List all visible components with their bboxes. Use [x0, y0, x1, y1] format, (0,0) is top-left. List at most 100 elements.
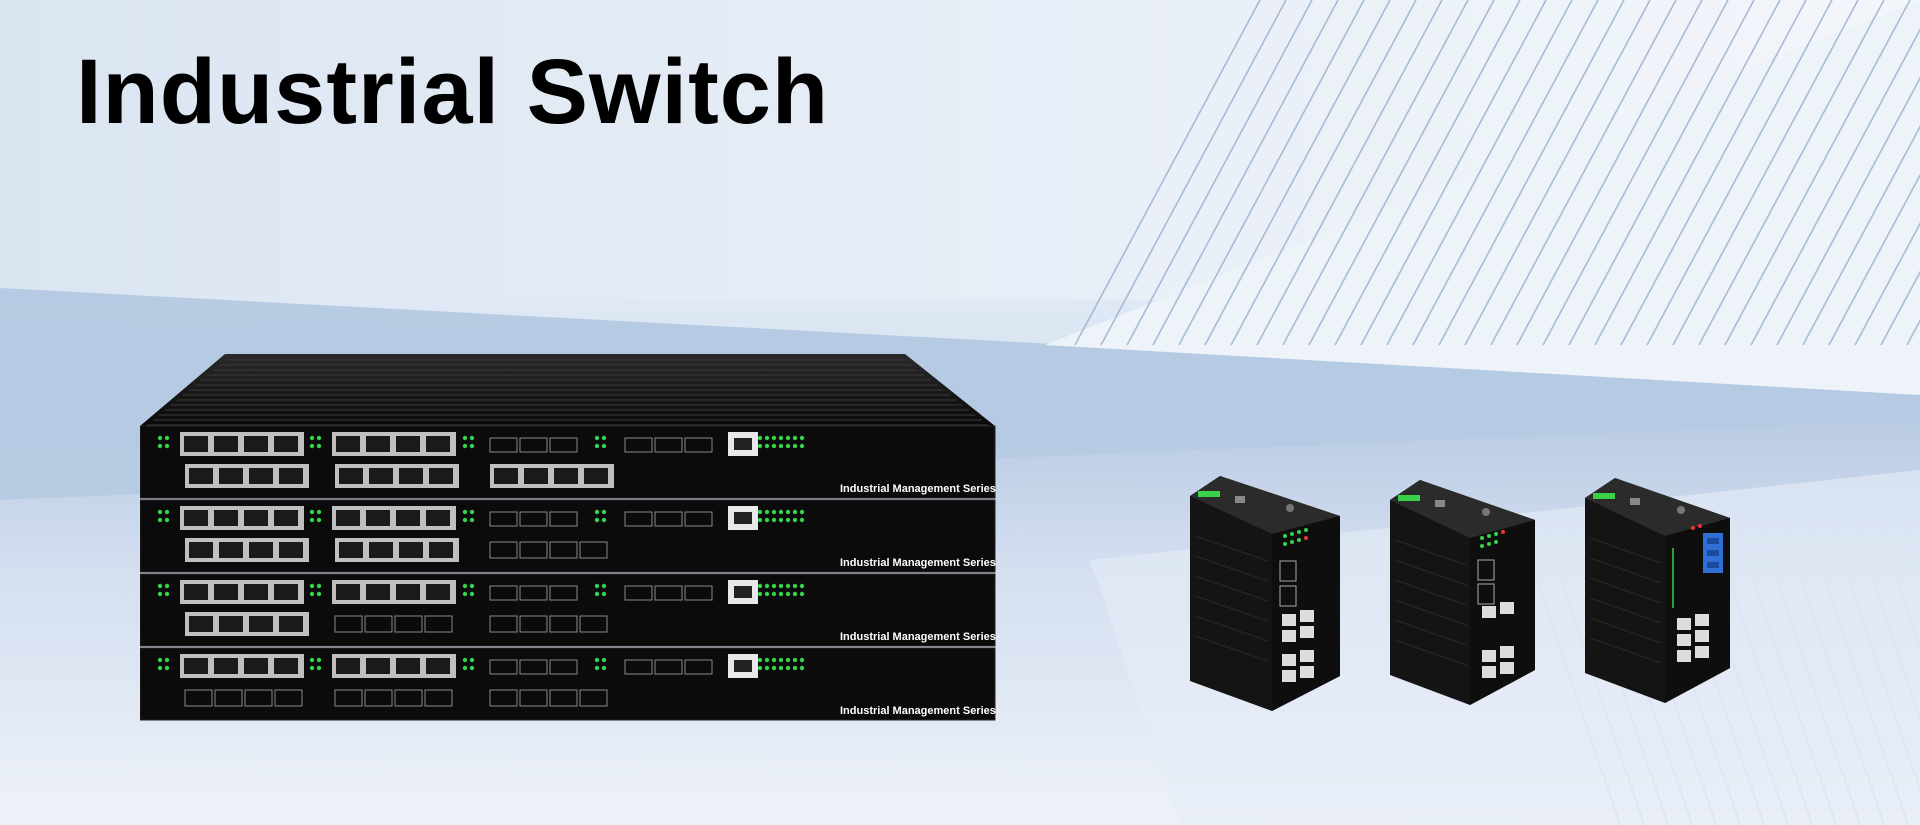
status-led [764, 517, 770, 523]
status-led [778, 657, 784, 663]
status-led [164, 443, 170, 449]
status-led [778, 443, 784, 449]
status-led [157, 517, 163, 523]
status-led [594, 509, 600, 515]
din-switch-2 [1390, 480, 1535, 705]
status-led [309, 509, 315, 515]
rj45-port [249, 616, 273, 632]
status-led [157, 443, 163, 449]
status-led [757, 443, 763, 449]
status-led [316, 583, 322, 589]
status-led [164, 583, 170, 589]
status-led [469, 509, 475, 515]
status-led [157, 665, 163, 671]
sfp-port [654, 659, 683, 675]
sfp-port [364, 615, 393, 633]
status-led [771, 443, 777, 449]
rj45-port [189, 468, 213, 484]
status-led [778, 435, 784, 441]
rj45-port [399, 542, 423, 558]
sfp-port [654, 437, 683, 453]
status-led [164, 665, 170, 671]
status-led [316, 591, 322, 597]
din-switch-1 [1190, 476, 1340, 711]
rj45-port [219, 468, 243, 484]
status-led [799, 591, 805, 597]
status-led [462, 435, 468, 441]
status-led [594, 435, 600, 441]
status-led [601, 591, 607, 597]
status-led [757, 509, 763, 515]
sfp-port [579, 615, 608, 633]
sfp-port [489, 511, 518, 527]
sfp-port [424, 689, 453, 707]
status-led [462, 591, 468, 597]
status-led [757, 517, 763, 523]
rj45-port [214, 510, 238, 526]
status-led [309, 517, 315, 523]
sfp-port [684, 511, 713, 527]
rj45-port [184, 584, 208, 600]
status-led [799, 517, 805, 523]
sfp-port [274, 689, 303, 707]
rj45-port [336, 658, 360, 674]
rj45-port [184, 658, 208, 674]
rj45-port [426, 658, 450, 674]
status-led [792, 583, 798, 589]
status-led [778, 665, 784, 671]
sfp-port [549, 615, 578, 633]
status-led [771, 517, 777, 523]
status-led [594, 443, 600, 449]
sfp-port [624, 585, 653, 601]
rj45-port [274, 510, 298, 526]
status-led [785, 509, 791, 515]
rj45-port [396, 510, 420, 526]
rj45-port [366, 510, 390, 526]
status-led [799, 509, 805, 515]
rj45-port [279, 542, 303, 558]
sfp-port [489, 585, 518, 601]
sfp-port [684, 659, 713, 675]
status-led [792, 657, 798, 663]
rj45-port [184, 436, 208, 452]
status-led [309, 583, 315, 589]
status-led [785, 665, 791, 671]
status-led [157, 657, 163, 663]
status-led [316, 443, 322, 449]
status-led [462, 509, 468, 515]
status-led [462, 443, 468, 449]
status-led [469, 583, 475, 589]
rj45-port [219, 542, 243, 558]
rj45-port [214, 658, 238, 674]
status-led [601, 435, 607, 441]
rj45-port [244, 658, 268, 674]
status-led [785, 435, 791, 441]
rj45-port [429, 542, 453, 558]
rj45-port [494, 468, 518, 484]
rj45-port [396, 658, 420, 674]
sfp-port [394, 689, 423, 707]
status-led [164, 435, 170, 441]
rj45-port [426, 510, 450, 526]
rj45-port [399, 468, 423, 484]
status-led [771, 591, 777, 597]
status-led [316, 435, 322, 441]
status-led [771, 657, 777, 663]
rj45-port [336, 436, 360, 452]
status-led [594, 583, 600, 589]
status-led [778, 591, 784, 597]
rack-unit: Industrial Management Series [140, 573, 996, 647]
status-led [792, 665, 798, 671]
rj45-port [366, 584, 390, 600]
status-led [462, 657, 468, 663]
status-led [469, 435, 475, 441]
sfp-port [519, 659, 548, 675]
sfp-port [624, 511, 653, 527]
sfp-port [334, 615, 363, 633]
rj45-port [554, 468, 578, 484]
series-label: Industrial Management Series [840, 483, 996, 495]
sfp-port [624, 659, 653, 675]
status-led [164, 657, 170, 663]
sfp-port [549, 437, 578, 453]
